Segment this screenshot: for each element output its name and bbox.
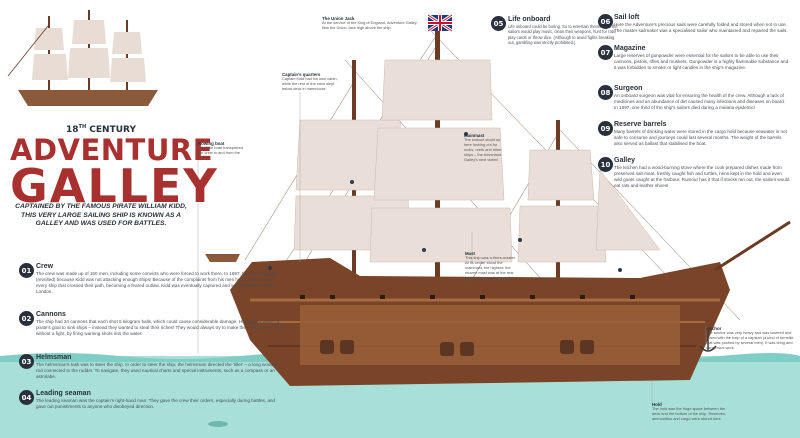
item-reserve-barrels: 09 Reserve barrels Many barrels of drink… (598, 121, 790, 147)
callout-title: Rowing boat (198, 141, 225, 146)
title-block: 18TH CENTURY (10, 124, 192, 135)
item-title: Galley (614, 157, 636, 164)
callout-captains-quarters: Captain's quarters Captain Kidd had his … (282, 72, 340, 92)
callout-text: Captain Kidd had his own cabin, while th… (282, 76, 338, 91)
item-title: Cannons (36, 311, 66, 318)
item-title: Sail loft (614, 14, 640, 21)
callout-text: This little boat transported the crew to… (198, 145, 243, 160)
item-text: The ship had 34 cannons that each shot 5… (36, 319, 285, 336)
item-magazine: 07 Magazine Large reserves of gunpowder … (598, 45, 790, 71)
item-sail-loft: 06 Sail loft Here the Adventure's precio… (598, 14, 790, 34)
item-number: 02 (19, 311, 34, 326)
union-jack-flag (427, 13, 453, 33)
title-line1: ADVENTURE (10, 133, 214, 167)
item-cannons: 02 Cannons The ship had 34 cannons that … (19, 311, 286, 337)
century-label: 18TH CENTURY (10, 124, 192, 135)
callout-hold: Hold The hold was the huge space between… (652, 402, 732, 422)
sail (373, 127, 505, 201)
item-title: Reserve barrels (614, 121, 667, 128)
item-number: 09 (598, 121, 613, 136)
item-number: 08 (598, 85, 613, 100)
item-title: Magazine (614, 45, 646, 52)
item-helmsman: 03 Helmsman The helmsman's task was to s… (19, 354, 286, 380)
hull-interior (300, 305, 680, 365)
sail (595, 169, 661, 251)
item-text: An onboard surgeon was vital for ensurin… (614, 93, 786, 110)
item-number: 03 (19, 354, 34, 369)
sail (369, 207, 513, 263)
item-text: Many barrels of drinking water were stor… (614, 129, 787, 146)
callout-mast: Mast This ship was a three-master. At it… (465, 251, 519, 285)
item-galley: 10 Galley The kitchen had a wood-burning… (598, 157, 790, 189)
callout-anchor: Anchor The anchor was very heavy and was… (706, 326, 796, 351)
item-text: The crew was made up of 150 men, includi… (36, 271, 279, 294)
page-title: ADVENTURE GALLEY (10, 133, 219, 214)
item-leading-seaman: 04 Leading seaman The leading seaman was… (19, 390, 286, 410)
century-word: CENTURY (89, 125, 136, 135)
callout-union-jack: The Union Jack At the service of the Kin… (322, 16, 422, 31)
callout-text: The lookout stood up here looking out fo… (464, 137, 502, 162)
callout-text: The hold was the huge space between the … (652, 406, 726, 421)
title-line2: GALLEY (10, 159, 219, 214)
item-text: Here the Adventure's precious sails were… (614, 22, 788, 33)
item-text: The kitchen had a wood-burning stove whe… (614, 165, 790, 188)
item-text: The helmsman's task was to steer the shi… (36, 362, 279, 379)
item-number: 07 (598, 45, 613, 60)
callout-title: The Union Jack (322, 16, 355, 21)
callout-title: Captain's quarters (282, 72, 321, 77)
item-crew: 01 Crew The crew was made up of 150 men,… (19, 263, 286, 295)
fish-shape (208, 421, 228, 427)
century-sup: TH (78, 124, 87, 130)
callout-title: Mast (465, 251, 476, 256)
item-text: Large reserves of gunpowder were essenti… (614, 53, 789, 70)
sail (381, 59, 493, 121)
callout-title: Anchor (706, 326, 722, 331)
item-title: Leading seaman (36, 390, 91, 397)
sail (527, 149, 595, 201)
subtitle: CAPTAINED BY THE FAMOUS PIRATE WILLIAM K… (15, 203, 187, 228)
sail (517, 205, 607, 263)
callout-mainmast: Mainmast The lookout stood up here looki… (464, 133, 508, 162)
item-number: 05 (491, 16, 506, 31)
callout-rowing-boat: Rowing boat This little boat transported… (198, 141, 248, 161)
ship-thumbnail (7, 10, 158, 106)
rowing-boat-shape (205, 254, 240, 262)
callout-text: At the service of the King of England, A… (322, 20, 417, 30)
callout-text: The anchor was very heavy and was lowere… (706, 330, 794, 350)
callout-text: This ship was a three-master. At its cen… (465, 255, 516, 285)
item-title: Crew (36, 263, 54, 270)
item-number: 04 (19, 390, 34, 405)
item-number: 06 (598, 14, 613, 29)
item-text: Life onboard could be boring. So to ente… (508, 24, 618, 45)
item-surgeon: 08 Surgeon An onboard surgeon was vital … (598, 85, 790, 111)
callout-title: Hold (652, 402, 662, 407)
item-title: Helmsman (36, 354, 72, 361)
anchor-shape (699, 330, 717, 352)
item-text: The leading seaman was the captain's rig… (36, 398, 276, 409)
century-number: 18 (66, 125, 79, 135)
callout-title: Mainmast (464, 133, 485, 138)
item-number: 01 (19, 263, 34, 278)
item-title: Life onboard (508, 16, 551, 23)
item-number: 10 (598, 157, 613, 172)
mizzen-mast (352, 60, 356, 330)
item-title: Surgeon (614, 85, 643, 92)
item-life-onboard: 05 Life onboard Life onboard could be bo… (491, 16, 620, 45)
